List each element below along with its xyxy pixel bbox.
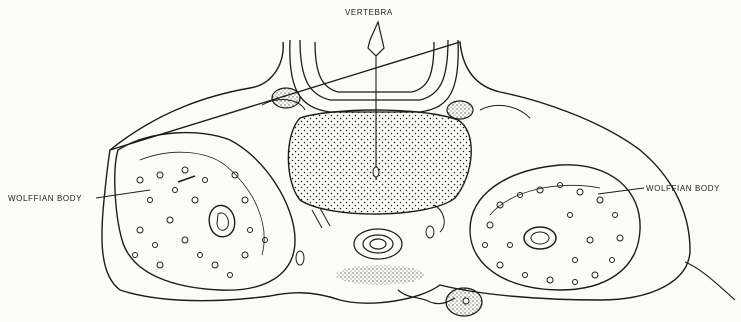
left-wolffian-body bbox=[115, 133, 295, 291]
right-tail-line bbox=[685, 262, 735, 300]
right-wolffian-body bbox=[470, 165, 640, 290]
label-wolffian-body-right: WOLFFIAN BODY bbox=[646, 184, 720, 193]
left-ganglion bbox=[272, 88, 300, 108]
label-wolffian-body-left: WOLFFIAN BODY bbox=[8, 194, 82, 203]
vertebral-body bbox=[288, 110, 471, 214]
label-vertebra: VERTEBRA bbox=[345, 8, 393, 17]
gut-region bbox=[336, 265, 424, 285]
right-label-leader bbox=[598, 188, 644, 194]
central-canal bbox=[368, 22, 384, 56]
central-vessel bbox=[354, 229, 402, 259]
right-ganglion bbox=[447, 101, 473, 119]
